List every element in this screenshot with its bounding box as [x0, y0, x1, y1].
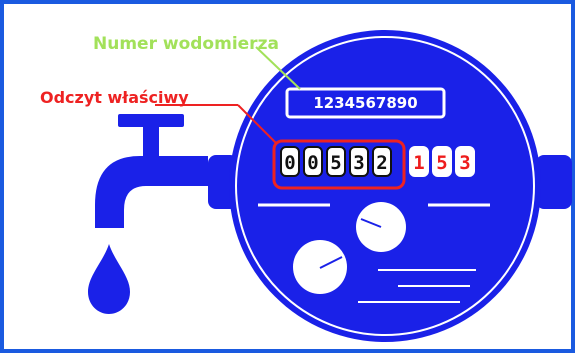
- small-dial-lower-needle: [319, 256, 343, 269]
- reading-digit: 3: [349, 146, 369, 177]
- reading-digit: 0: [280, 146, 300, 177]
- meter-inner-ring: [235, 36, 535, 336]
- reading-highlight-box: [272, 139, 406, 190]
- reading-digit: 0: [303, 146, 323, 177]
- water-drop-icon: [88, 244, 130, 314]
- right-connector: [536, 155, 572, 209]
- serial-plate: [285, 87, 446, 119]
- meter-number-label: Numer wodomierza: [93, 34, 279, 54]
- serial-number: 1234567890: [313, 94, 418, 112]
- fraction-digit: 3: [455, 146, 475, 177]
- fraction-digit: 5: [432, 146, 452, 177]
- reading-digit: 2: [372, 146, 392, 177]
- tap-valve-stem: [143, 124, 159, 156]
- tap-handle: [118, 114, 184, 127]
- reading-pointer-line-b: [237, 104, 277, 144]
- tap-pipe: [95, 156, 208, 228]
- fraction-digit: 1: [409, 146, 429, 177]
- small-dial-upper-needle: [360, 218, 382, 228]
- meter-number-pointer-line: [255, 46, 301, 90]
- reading-digit: 5: [326, 146, 346, 177]
- reading-label: Odczyt właściwy: [40, 88, 189, 107]
